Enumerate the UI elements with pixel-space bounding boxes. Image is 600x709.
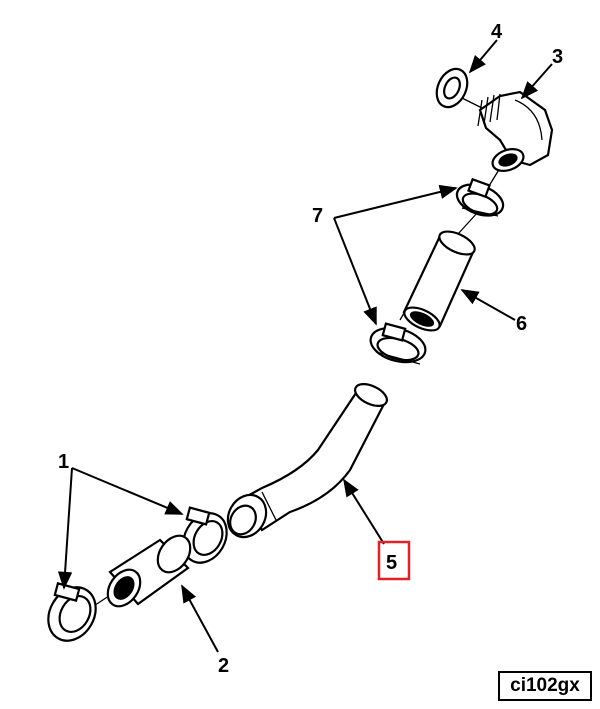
bent-tube-part — [226, 383, 388, 539]
callout-4: 4 — [491, 21, 503, 43]
lower-hose-clamp-part — [369, 322, 427, 365]
leader-lines — [57, 39, 553, 653]
elbow-fitting-part — [477, 90, 554, 172]
callout-2: 2 — [218, 655, 229, 677]
lower-hose-part — [106, 534, 192, 608]
short-hose-part — [402, 230, 476, 332]
middle-hose-clamp-part — [182, 506, 228, 564]
callout-6: 6 — [516, 313, 527, 335]
upper-hose-clamp-part — [455, 177, 505, 217]
assembly-centerline — [59, 97, 501, 629]
bottom-hose-clamp-part — [47, 582, 97, 642]
figure-id-label: ci102gx — [498, 671, 592, 701]
gasket-washer-part — [435, 67, 469, 109]
callout-5: 5 — [386, 552, 397, 574]
callout-7: 7 — [312, 205, 323, 227]
callout-5-highlight-box — [377, 540, 411, 581]
callout-1: 1 — [58, 451, 69, 473]
callout-3: 3 — [552, 46, 563, 68]
